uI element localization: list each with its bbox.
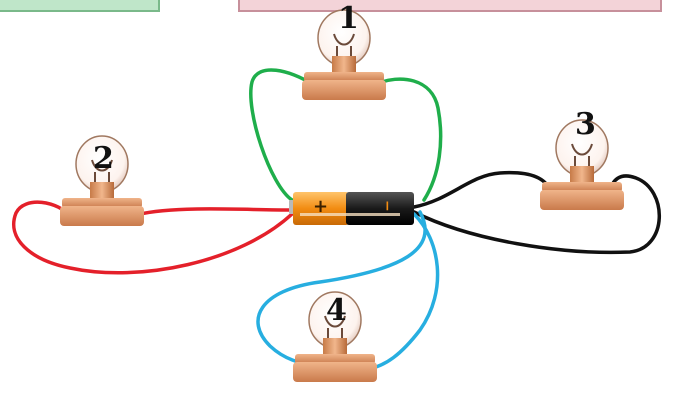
- battery-black-body: [346, 192, 414, 225]
- battery-orange-body: [293, 192, 349, 225]
- red-wire: [130, 207, 294, 218]
- bulb-1-socket: [304, 72, 384, 82]
- bulb-2-label: 2: [93, 141, 114, 176]
- bulb-3-label: 3: [575, 107, 596, 142]
- bulb-1-label: 1: [338, 1, 359, 36]
- green-wire: [249, 68, 314, 202]
- bulb-4-label: 4: [326, 293, 347, 328]
- blue-wire-return: [256, 210, 427, 368]
- battery: + −: [289, 192, 414, 225]
- bulb-4-base: [293, 362, 377, 382]
- bulb-2: [60, 135, 144, 226]
- blue-wire: [370, 212, 440, 370]
- black-wire-return: [412, 174, 661, 255]
- bulb-3-base: [540, 190, 624, 210]
- bulb-2-base: [60, 206, 144, 226]
- battery-stripe: [300, 213, 400, 216]
- bulb-3-socket: [542, 182, 622, 192]
- battery-minus-sign: −: [379, 200, 395, 212]
- green-wire-return: [374, 77, 443, 202]
- battery-positive-cap: [289, 200, 294, 214]
- top-right-panel-edge: [238, 0, 662, 12]
- battery-plus-sign: +: [313, 196, 328, 217]
- bulb-4: [293, 291, 377, 382]
- bulb-3: [540, 119, 624, 210]
- top-left-panel-edge: [0, 0, 160, 12]
- bulb-2-neck: [90, 182, 114, 198]
- bulb-3-neck: [570, 166, 594, 182]
- black-wire: [412, 170, 552, 209]
- bulb-4-neck: [323, 338, 347, 354]
- bulb-2-socket: [62, 198, 142, 208]
- wires: [12, 68, 661, 370]
- bulb-1-base: [302, 80, 386, 100]
- bulb-1-neck: [332, 56, 356, 72]
- bulb-4-socket: [295, 354, 375, 364]
- bulb-1: [302, 9, 386, 100]
- red-wire-return: [12, 200, 294, 275]
